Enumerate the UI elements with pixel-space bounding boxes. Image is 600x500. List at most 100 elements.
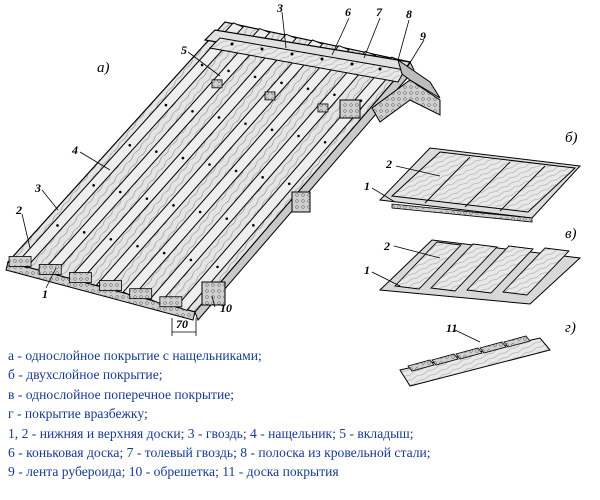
batten-nail [136,244,139,248]
batten-nail [172,204,175,207]
batten-nail [280,81,283,85]
transverse-board [466,245,534,294]
insert-block [211,79,223,89]
batten-nail [198,210,202,214]
callout-3-left: 3 [34,181,41,195]
batten-nail [261,176,264,179]
board-end [99,280,122,292]
callout-7: 7 [376,5,383,19]
dimension-70 [171,318,197,336]
transverse-board [502,247,570,296]
batten-nail [333,93,336,97]
sheathing-block-2 [291,191,311,213]
view-b-end-section [391,203,533,223]
callout-1: 1 [42,287,48,301]
batten-nail [82,231,86,234]
view-a-single-layer-with-battens: а) 3 6 7 8 9 5 4 3 2 1 70 10 [5,1,441,336]
batten-nail [181,156,185,160]
leader-lines-a [21,11,425,308]
view-label-g: г) [565,320,576,336]
callout-4: 4 [71,143,78,157]
batten-nail [297,134,300,138]
view-b-double-layer: б) 2 1 [364,130,582,223]
view-label-a: а) [97,60,110,76]
batten-nail [253,75,257,79]
legend-item-v: в - однослойное поперечное покрытие; [8,386,235,402]
ridge-nails [230,42,382,71]
callout-2: 2 [15,203,22,217]
legend-parts-1-5: 1, 2 - нижняя и верхняя доски; 3 - гвозд… [8,425,414,441]
board-end [68,272,92,283]
insert-block [317,103,329,113]
batten-nail [128,143,132,147]
legend-parts-9-11: 9 - лента рубероида; 10 - обрешетка; 11 … [8,464,339,480]
batten-nail [287,182,291,186]
leader-lines-v [371,245,441,287]
view-label-b: б) [565,130,578,146]
board-end-sections [8,256,183,308]
step-board [407,359,435,372]
batten-nail [200,63,204,67]
view-v-callout-2: 2 [383,239,390,253]
batten-nail [225,217,229,220]
callout-3-top: 3 [276,1,283,15]
board-end [38,264,62,275]
batten-nail [306,87,310,91]
batten-nail [323,140,327,144]
batten-nail [234,169,238,173]
deck-right-edge [194,61,415,321]
transverse-board [430,243,498,292]
batten-nail [270,128,274,132]
batten-nail [244,122,247,125]
legend: а - однослойное покрытие с нащельниками;… [8,346,598,482]
dimension-70-label: 70 [176,317,188,331]
board-end [8,256,32,267]
batten-nail [92,184,95,187]
batten-nail [227,69,230,73]
step-board [479,341,507,354]
view-g-callout-11: 11 [446,321,457,335]
view-b-callout-1: 1 [364,179,370,193]
batten-nail [252,224,255,227]
callout-9: 9 [420,29,426,43]
sheathing-block-3 [339,99,361,119]
view-b-board-joints [424,156,546,212]
batten-nail [162,251,166,255]
batten-nail [191,109,194,113]
step-board [503,335,531,348]
legend-item-b: б - двухслойное покрытие; [8,367,163,383]
batten-nail [164,103,168,107]
view-label-v: в) [565,226,577,242]
transverse-board [394,241,462,290]
leader-lines-b [371,165,441,203]
leader-line-g [454,329,481,343]
legend-parts-6-8: 6 - коньковая доска; 7 - толевый гвоздь;… [8,445,431,461]
batten-nail [118,190,122,194]
batten-nail [208,163,211,166]
view-g-step-boards [407,335,531,372]
batten-nail [217,116,221,119]
callout-5: 5 [181,43,187,57]
batten-nail [145,197,149,200]
view-v-single-layer-transverse: в) 2 1 [364,226,582,305]
battens [15,22,403,312]
sheathing-block-1 [201,281,226,306]
batten-nail [56,224,59,227]
view-b-callout-2: 2 [385,157,392,171]
board-end [159,296,183,308]
batten-nail [155,150,158,153]
board-end [129,288,153,300]
insert-block [264,91,276,101]
batten-nail [109,237,113,241]
view-v-callout-1: 1 [364,263,370,277]
batten-nail [189,258,193,262]
legend-item-g: г - покрытие вразбежку; [8,406,148,422]
view-v-upper-boards [394,241,570,296]
batten-nail [216,265,219,269]
callout-6: 6 [345,5,351,19]
view-b-upper-layer [390,151,577,213]
view-g-staggered: г) 11 [399,320,576,387]
callout-8: 8 [406,7,412,21]
legend-item-a: а - однослойное покрытие с нащельниками; [8,348,262,363]
